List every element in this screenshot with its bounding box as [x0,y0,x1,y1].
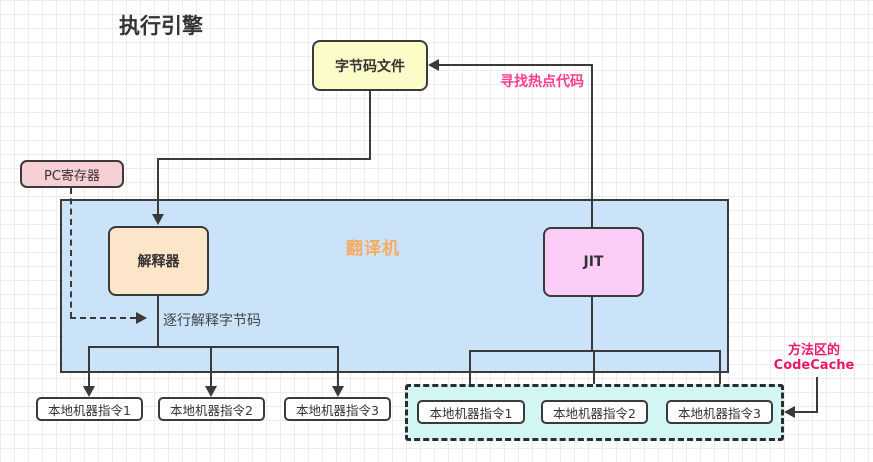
codecache-instruction-box-1: 本地机器指令1 [417,400,525,424]
arrowhead-native-3 [332,386,344,397]
native-instruction-1-label: 本地机器指令1 [48,402,131,418]
edge-jit-to-bytecode-horizontal [433,64,593,66]
native-instruction-2-label: 本地机器指令2 [170,402,253,418]
arrowhead-native-1 [83,386,95,397]
codecache-instruction-1-label: 本地机器指令1 [429,405,513,421]
method-area-codecache-label: 方法区的 CodeCache [770,343,858,374]
bytecode-file-label: 字节码文件 [335,58,405,75]
arrowhead-into-bytecode [428,59,439,71]
edge-jit-drop-3 [719,350,721,392]
edge-interpreter-stem [157,296,159,348]
edge-jit-to-bytecode-vertical [591,64,593,227]
edge-interpreter-fanout [88,346,339,348]
edge-jit-drop-1 [469,350,471,392]
arrowhead-native-2 [205,386,217,397]
translator-watermark: 翻译机 [346,239,400,259]
native-instruction-box-2: 本地机器指令2 [158,397,265,421]
edge-jit-drop-2 [593,350,595,392]
jit-node: JIT [543,227,644,297]
method-area-line1: 方法区的 [787,343,840,358]
edge-drop-1 [88,346,90,388]
codecache-instruction-box-2: 本地机器指令2 [541,400,648,424]
arrowhead-pc-to-interpreter [136,312,147,324]
bytecode-file-node: 字节码文件 [312,40,428,91]
arrowhead-into-interpreter [152,214,164,225]
page-title: 执行引擎 [119,14,203,38]
edge-codecache-label-vertical [816,377,818,413]
edge-pc-dashed-vertical [70,188,72,318]
find-hotspot-label: 寻找热点代码 [500,74,584,90]
edge-drop-2 [210,346,212,388]
method-area-line2: CodeCache [773,358,855,374]
edge-bytecode-horizontal [157,158,371,160]
codecache-instruction-2-label: 本地机器指令2 [553,405,636,421]
edge-bytecode-down [369,91,371,159]
pc-register-node: PC寄存器 [20,160,124,188]
edge-jit-stem [591,297,593,352]
edge-bytecode-to-interpreter [157,158,159,215]
edge-drop-3 [337,346,339,388]
native-instruction-box-1: 本地机器指令1 [36,397,143,421]
interpreter-node: 解释器 [108,226,209,296]
interpret-line-by-line-label: 逐行解释字节码 [163,313,261,329]
arrowhead-into-codecache [784,406,795,418]
native-instruction-box-3: 本地机器指令3 [284,397,391,421]
edge-jit-fanout [469,350,721,352]
jit-label: JIT [583,254,604,270]
codecache-instruction-3-label: 本地机器指令3 [678,405,761,421]
pc-register-label: PC寄存器 [44,168,100,184]
interpreter-label: 解释器 [137,254,180,270]
edge-codecache-label-horizontal [794,411,818,413]
native-instruction-3-label: 本地机器指令3 [296,402,379,418]
edge-pc-dashed-horizontal [70,317,136,319]
codecache-instruction-box-3: 本地机器指令3 [666,400,773,424]
